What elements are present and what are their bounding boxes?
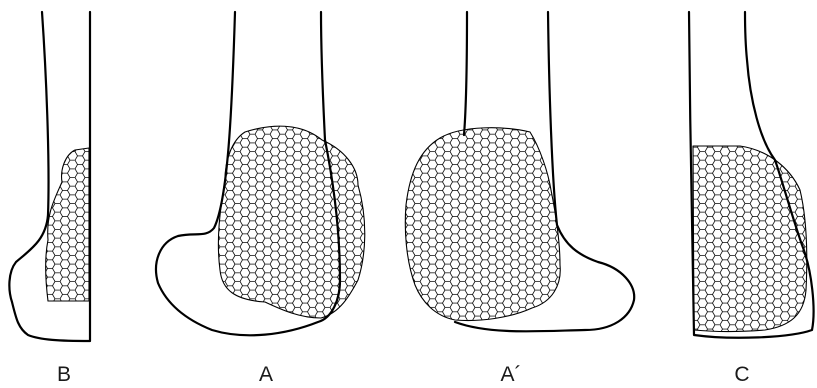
panel-b-label: B	[57, 363, 71, 386]
panel-c-label: C	[734, 363, 749, 386]
panel-a-prime-label: A´	[501, 363, 522, 386]
panel-b-lesion	[46, 148, 89, 301]
panel-a-label: A	[259, 363, 273, 386]
panel-c-lesion	[693, 146, 807, 332]
panel-a-prime-lesion	[405, 128, 560, 321]
panel-a-lesion	[218, 126, 364, 318]
panel-b: B	[9, 12, 90, 386]
panel-c: C	[689, 12, 814, 386]
panel-a-prime: A´	[405, 12, 634, 386]
panel-a: A	[156, 12, 365, 386]
